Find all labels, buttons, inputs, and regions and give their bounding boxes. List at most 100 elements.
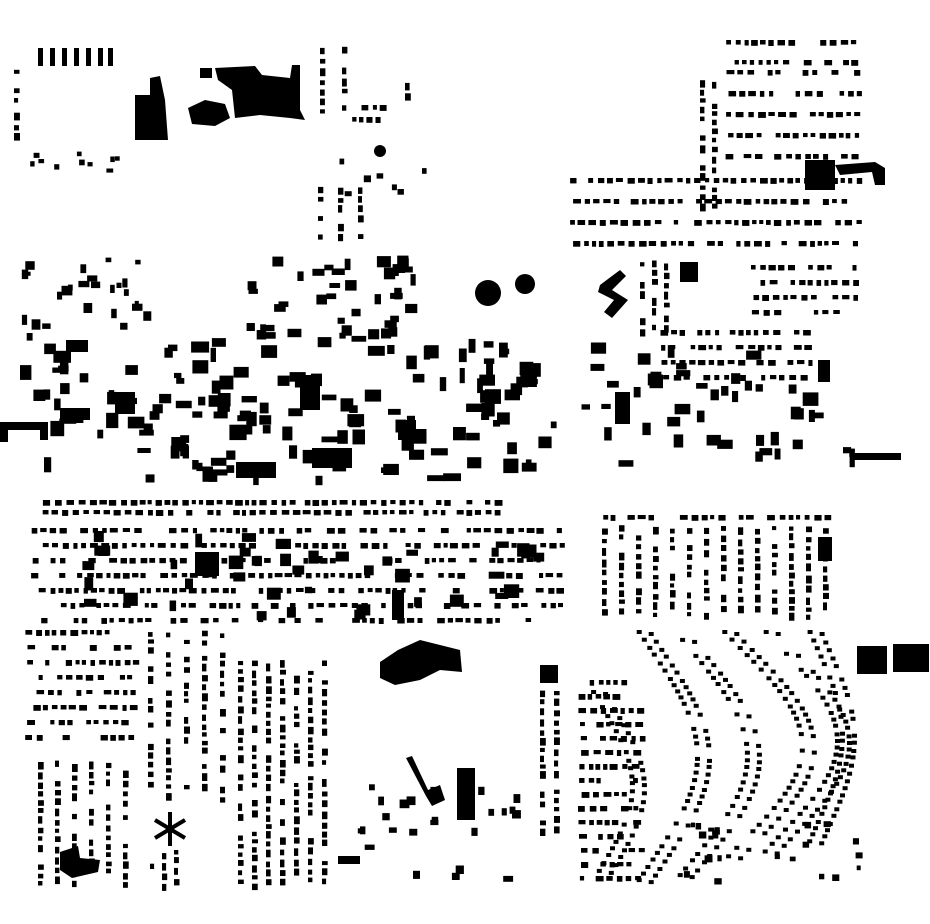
building (181, 603, 186, 608)
building (184, 737, 189, 744)
building (746, 714, 752, 719)
building (797, 811, 803, 816)
building (602, 588, 607, 595)
building (131, 543, 137, 548)
building (674, 403, 691, 415)
building (554, 710, 560, 717)
building (280, 878, 286, 886)
building (548, 588, 555, 594)
building (366, 117, 373, 123)
building (238, 661, 244, 666)
building (106, 835, 111, 841)
building (284, 573, 293, 578)
building (596, 778, 601, 784)
building (266, 696, 272, 702)
building (242, 528, 248, 533)
building (122, 705, 127, 711)
building (518, 588, 524, 593)
building (648, 880, 654, 885)
building (106, 804, 111, 811)
building (14, 98, 19, 103)
building (618, 855, 624, 859)
building (473, 603, 482, 608)
building (764, 814, 770, 819)
building (414, 543, 421, 549)
building (653, 565, 658, 571)
building (140, 558, 148, 564)
building (715, 682, 721, 686)
building (308, 793, 313, 799)
building (609, 764, 618, 770)
building (252, 725, 258, 733)
building (241, 533, 256, 542)
building (606, 853, 612, 857)
building (540, 699, 545, 705)
building (687, 592, 691, 599)
building (169, 528, 177, 534)
building (106, 861, 112, 867)
building (621, 822, 627, 827)
building (315, 573, 321, 578)
building (650, 857, 656, 862)
building (810, 133, 816, 137)
building (849, 448, 855, 457)
building (406, 355, 417, 370)
building (384, 320, 397, 328)
building (392, 588, 398, 593)
building (222, 588, 229, 594)
building (175, 400, 192, 409)
building (253, 475, 259, 486)
building (704, 199, 713, 204)
building (70, 603, 76, 609)
building (789, 691, 795, 696)
building (541, 603, 547, 608)
building (113, 645, 121, 651)
building (833, 752, 839, 757)
building (221, 558, 228, 564)
building (700, 80, 706, 88)
building (683, 871, 690, 878)
building (678, 241, 683, 246)
building (134, 528, 142, 533)
building (84, 577, 94, 591)
building (60, 383, 70, 395)
building (744, 750, 750, 755)
building (220, 660, 225, 667)
building (62, 48, 67, 66)
building (413, 429, 427, 444)
building (772, 683, 778, 687)
building (294, 706, 298, 711)
building (226, 500, 233, 505)
building (210, 347, 216, 362)
building (494, 603, 501, 609)
building (678, 695, 684, 700)
building (804, 220, 812, 226)
building (791, 710, 797, 715)
building (593, 750, 601, 755)
building (758, 112, 766, 118)
building (824, 515, 832, 521)
building (649, 199, 656, 204)
building (700, 173, 706, 181)
building (479, 374, 495, 386)
building (58, 365, 69, 372)
building (741, 178, 747, 183)
building (770, 178, 777, 184)
building (755, 594, 761, 603)
building (601, 861, 607, 866)
building (837, 799, 843, 804)
building (72, 510, 79, 515)
building (106, 412, 119, 429)
building (613, 680, 618, 685)
building (106, 825, 111, 832)
building (605, 714, 611, 719)
building (581, 862, 589, 868)
building (355, 573, 362, 579)
building (102, 528, 107, 533)
building (554, 720, 559, 726)
building (826, 648, 832, 653)
building (50, 720, 55, 725)
building (712, 119, 717, 126)
building (600, 705, 605, 710)
building (296, 528, 303, 534)
